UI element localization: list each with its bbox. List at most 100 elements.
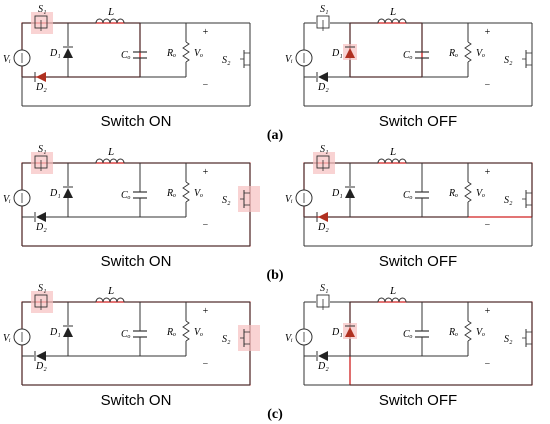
label-minus: − <box>202 220 209 231</box>
label-vo: Vₒ <box>194 188 203 199</box>
label-d2: D₂ <box>317 222 329 233</box>
label-d1: D₁ <box>331 48 343 59</box>
label-vi: Vᵢ <box>3 194 11 205</box>
label-l: L <box>107 285 114 297</box>
s1-highlight <box>31 291 53 313</box>
label-l: L <box>389 146 396 158</box>
label-vi: Vᵢ <box>285 333 293 344</box>
label-d2: D₂ <box>35 222 47 233</box>
label-l: L <box>107 146 114 158</box>
label-plus: + <box>484 306 491 317</box>
panel-caption: Switch OFF <box>379 113 457 130</box>
inductor-icon <box>95 297 125 303</box>
label-s2: S₂ <box>504 195 513 206</box>
panel-2-on: Vᵢ S₁ L D₁ D₂ Cₒ Rₒ Vₒ + − S₂ Switch ON <box>3 283 260 409</box>
label-co: Cₒ <box>403 190 413 201</box>
label-plus: + <box>202 306 209 317</box>
diode-d1-icon <box>63 48 73 58</box>
diode-d2-icon <box>36 212 46 222</box>
label-s2: S₂ <box>222 195 231 206</box>
label-d2: D₂ <box>35 361 47 372</box>
resistor-icon <box>464 320 472 342</box>
diode-d2-icon <box>318 351 328 361</box>
label-s1: S₁ <box>38 144 46 155</box>
row-tag-1: (b) <box>266 268 283 283</box>
label-co: Cₒ <box>403 50 413 61</box>
label-plus: + <box>484 27 491 38</box>
label-plus: + <box>202 167 209 178</box>
label-ro: Rₒ <box>166 327 176 338</box>
label-plus: + <box>484 167 491 178</box>
label-ro: Rₒ <box>166 48 176 59</box>
label-d1: D₁ <box>49 327 61 338</box>
label-s2: S₂ <box>222 55 231 66</box>
label-minus: − <box>202 359 209 370</box>
resistor-icon <box>464 41 472 63</box>
diode-d1-icon <box>345 48 355 58</box>
label-s2: S₂ <box>504 55 513 66</box>
label-vo: Vₒ <box>476 327 485 338</box>
label-minus: − <box>484 80 491 91</box>
panel-caption: Switch ON <box>101 392 172 409</box>
current-path <box>21 162 251 247</box>
inductor-icon <box>95 158 125 164</box>
s1-highlight <box>31 12 53 34</box>
label-minus: − <box>202 80 209 91</box>
inductor-icon <box>377 297 407 303</box>
label-d1: D₁ <box>49 188 61 199</box>
label-l: L <box>389 285 396 297</box>
label-ro: Rₒ <box>448 48 458 59</box>
panel-caption: Switch ON <box>101 253 172 270</box>
panel-caption: Switch OFF <box>379 253 457 270</box>
resistor-icon <box>182 181 190 203</box>
label-vo: Vₒ <box>194 48 203 59</box>
resistor-icon <box>464 181 472 203</box>
diode-d1-icon <box>345 327 355 337</box>
inductor-icon <box>377 158 407 164</box>
label-d2: D₂ <box>35 82 47 93</box>
label-vi: Vᵢ <box>285 54 293 65</box>
panel-2-off: Vᵢ S₁ L D₁ D₂ Cₒ Rₒ Vₒ + − S₂ Switch OFF <box>285 283 533 409</box>
label-s1: S₁ <box>320 283 328 294</box>
label-vo: Vₒ <box>476 188 485 199</box>
label-co: Cₒ <box>121 329 131 340</box>
s1-highlight <box>31 152 53 174</box>
label-d1: D₁ <box>49 48 61 59</box>
label-ro: Rₒ <box>448 327 458 338</box>
label-vi: Vᵢ <box>3 54 11 65</box>
diode-d2-icon <box>36 351 46 361</box>
diode-d2-icon <box>36 72 46 82</box>
current-path <box>21 301 251 386</box>
label-d2: D₂ <box>317 361 329 372</box>
diode-d2-icon <box>318 212 328 222</box>
label-vi: Vᵢ <box>285 194 293 205</box>
label-l: L <box>107 6 114 18</box>
label-d1: D₁ <box>331 327 343 338</box>
label-s1: S₁ <box>38 283 46 294</box>
label-vi: Vᵢ <box>3 333 11 344</box>
panel-caption: Switch OFF <box>379 392 457 409</box>
row-tag-0: (a) <box>267 128 284 143</box>
label-ro: Rₒ <box>448 188 458 199</box>
inductor-icon <box>377 18 407 24</box>
label-s2: S₂ <box>222 334 231 345</box>
resistor-icon <box>182 41 190 63</box>
label-s1: S₁ <box>320 144 328 155</box>
label-vo: Vₒ <box>194 327 203 338</box>
row-tag-2: (c) <box>267 407 283 422</box>
label-co: Cₒ <box>121 50 131 61</box>
label-minus: − <box>484 359 491 370</box>
diode-d1-icon <box>345 188 355 198</box>
label-vo: Vₒ <box>476 48 485 59</box>
label-co: Cₒ <box>121 190 131 201</box>
label-s2: S₂ <box>504 334 513 345</box>
label-d2: D₂ <box>317 82 329 93</box>
diode-d1-icon <box>63 327 73 337</box>
inductor-icon <box>95 18 125 24</box>
label-co: Cₒ <box>403 329 413 340</box>
